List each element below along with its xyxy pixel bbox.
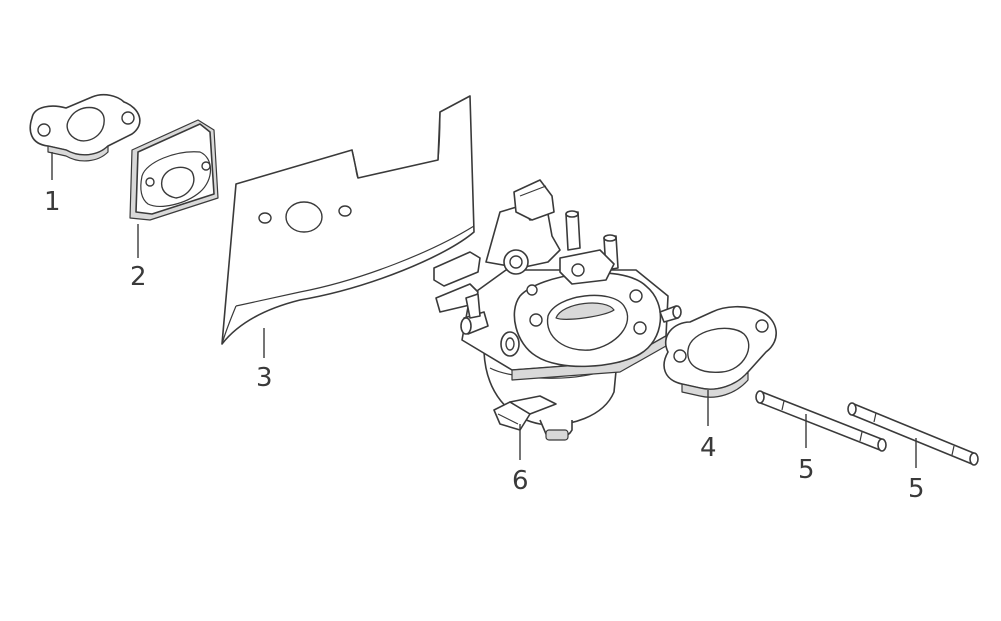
part-2-insulator — [129, 119, 219, 221]
part-1-gasket — [29, 94, 141, 162]
callout-1: 1 — [44, 187, 61, 217]
callout-5a: 5 — [798, 455, 815, 485]
callout-5b: 5 — [908, 474, 925, 504]
callout-2: 2 — [130, 262, 147, 292]
callout-6: 6 — [512, 466, 529, 496]
part-4-gasket — [663, 305, 777, 398]
callout-3: 3 — [256, 363, 273, 393]
callout-4: 4 — [700, 433, 717, 463]
part-6-carburetor — [433, 179, 682, 441]
part-3-heat-shield — [221, 95, 475, 345]
part-5-stud-b — [847, 402, 979, 466]
part-5-stud-a — [755, 390, 887, 452]
